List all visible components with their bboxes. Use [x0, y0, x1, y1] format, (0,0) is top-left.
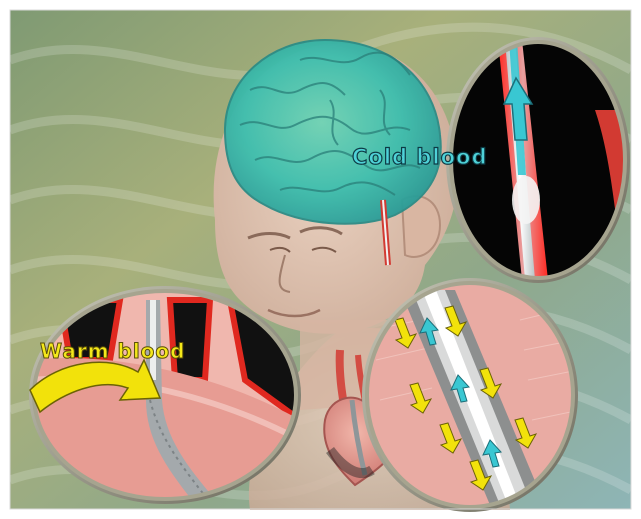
- cold-blood-label: Cold blood: [352, 145, 488, 169]
- warm-blood-label: Warm blood: [40, 339, 185, 363]
- inset-warm-blood: [29, 286, 301, 505]
